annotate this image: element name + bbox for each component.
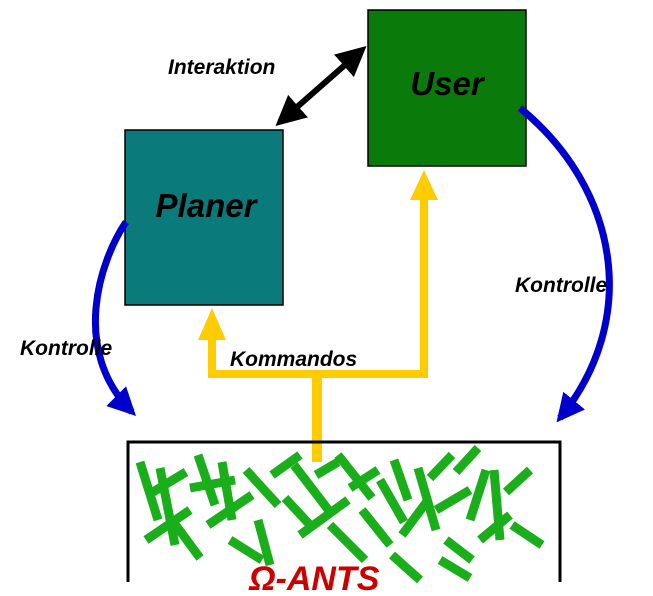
ant-stick xyxy=(253,518,275,567)
ant-stick xyxy=(437,556,473,582)
ants-container xyxy=(126,440,562,582)
planer-box xyxy=(124,129,284,306)
ant-stick xyxy=(347,466,381,492)
ant-stick xyxy=(334,452,376,501)
user-box xyxy=(367,9,527,167)
ant-stick xyxy=(389,458,413,502)
ant-stick xyxy=(452,444,482,476)
ant-stick xyxy=(326,521,369,564)
ant-stick xyxy=(465,468,491,522)
ants-label: Ω-ANTS xyxy=(248,560,380,596)
ant-stick xyxy=(433,486,473,514)
ant-stick xyxy=(193,453,220,507)
ant-stick xyxy=(227,536,265,564)
ant-stick xyxy=(413,466,441,532)
ant-stick xyxy=(502,466,534,496)
kontrolle-left-arrow xyxy=(91,220,136,416)
ant-stick xyxy=(297,496,351,539)
ant-stick xyxy=(143,506,193,544)
ant-stick xyxy=(269,451,303,479)
user-label: User xyxy=(410,65,486,102)
ant-stick xyxy=(426,451,456,482)
ant-stick xyxy=(398,497,432,538)
ant-stick xyxy=(358,507,394,548)
interaktion-label: Interaktion xyxy=(168,56,275,79)
ant-stick xyxy=(376,477,408,525)
ant-stick xyxy=(509,521,545,549)
planer-label: Planer xyxy=(156,187,259,224)
kontrolle-right-arrow xyxy=(517,105,613,423)
ant-stick xyxy=(168,517,204,561)
ant-stick xyxy=(290,462,334,515)
ant-stick xyxy=(389,551,423,584)
ant-stick xyxy=(489,469,505,541)
ants-sticks xyxy=(135,444,545,584)
kontrolle-right-label: Kontrolle xyxy=(515,274,607,297)
kommandos-label: Kommandos xyxy=(230,348,357,371)
ant-stick xyxy=(155,467,180,546)
kommandos-arrow xyxy=(198,170,438,462)
ant-stick xyxy=(443,536,475,564)
ant-stick xyxy=(281,494,314,529)
ant-stick xyxy=(242,466,282,509)
interaktion-arrow xyxy=(275,46,367,126)
ant-stick xyxy=(205,491,255,529)
ant-stick xyxy=(313,458,341,479)
kontrolle-left-label: Kontrolle xyxy=(20,337,112,360)
